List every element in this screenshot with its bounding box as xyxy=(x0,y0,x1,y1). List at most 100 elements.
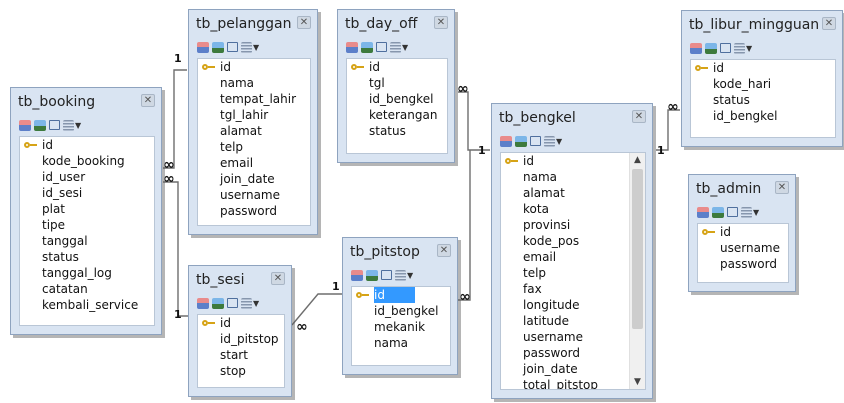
relationship-icon[interactable] xyxy=(227,42,238,52)
table-tb-pelanggan[interactable]: tb_pelanggan ✕ ▼ id nama tempat_lahir tg… xyxy=(188,9,318,235)
close-icon[interactable]: ✕ xyxy=(822,17,836,30)
save-icon[interactable] xyxy=(34,119,46,131)
field-item[interactable]: mekanik xyxy=(374,320,426,334)
field-item[interactable]: id_user xyxy=(42,170,86,184)
table-tb-bengkel[interactable]: tb_bengkel ✕ ▼ id nama alamat kota provi… xyxy=(491,103,653,399)
field-item[interactable]: username xyxy=(220,188,280,202)
save-icon[interactable] xyxy=(361,41,373,53)
field-item[interactable]: stop xyxy=(220,364,246,378)
field-item[interactable]: id xyxy=(369,60,380,74)
scrollbar-thumb[interactable] xyxy=(632,169,643,329)
field-item[interactable]: id xyxy=(42,138,53,152)
table-tb-libur-mingguan[interactable]: tb_libur_mingguan ✕ ▼ id kode_hari statu… xyxy=(681,10,843,147)
properties-icon[interactable] xyxy=(395,269,406,281)
field-item[interactable]: password xyxy=(220,204,277,218)
field-item[interactable]: kode_pos xyxy=(523,234,580,248)
chevron-down-icon[interactable]: ▼ xyxy=(556,136,563,146)
relationship-icon[interactable] xyxy=(381,270,392,280)
primary-key-table-icon[interactable] xyxy=(197,297,209,309)
close-icon[interactable]: ✕ xyxy=(775,181,789,194)
field-item[interactable]: join_date xyxy=(523,362,578,376)
field-item[interactable]: keterangan xyxy=(369,108,438,122)
relationship-icon[interactable] xyxy=(530,136,541,146)
field-item[interactable]: kota xyxy=(523,202,549,216)
field-item[interactable]: kembali_service xyxy=(42,298,139,312)
properties-icon[interactable] xyxy=(241,297,252,309)
save-icon[interactable] xyxy=(705,42,717,54)
relationship-icon[interactable] xyxy=(227,298,238,308)
field-item[interactable]: kode_hari xyxy=(713,77,772,91)
table-tb-day-off[interactable]: tb_day_off ✕ ▼ id tgl id_bengkel keteran… xyxy=(337,9,455,163)
primary-key-table-icon[interactable] xyxy=(346,41,358,53)
close-icon[interactable]: ✕ xyxy=(141,94,155,107)
relationship-icon[interactable] xyxy=(376,42,387,52)
field-item[interactable]: username xyxy=(523,330,583,344)
field-item[interactable]: provinsi xyxy=(523,218,571,232)
field-item[interactable]: tanggal_log xyxy=(42,266,112,280)
close-icon[interactable]: ✕ xyxy=(297,16,311,29)
field-item[interactable]: password xyxy=(523,346,580,360)
field-item[interactable]: telp xyxy=(523,266,547,280)
field-item[interactable]: status xyxy=(369,124,406,138)
field-item[interactable]: telp xyxy=(220,140,244,154)
field-item[interactable]: tgl_lahir xyxy=(220,108,269,122)
field-item[interactable]: id_bengkel xyxy=(369,92,434,106)
table-tb-sesi[interactable]: tb_sesi ✕ ▼ id id_pitstop start stop xyxy=(188,265,292,397)
primary-key-table-icon[interactable] xyxy=(351,269,363,281)
close-icon[interactable]: ✕ xyxy=(632,110,646,123)
field-item[interactable]: alamat xyxy=(523,186,565,200)
field-item[interactable]: start xyxy=(220,348,248,362)
properties-icon[interactable] xyxy=(63,119,74,131)
field-item[interactable]: status xyxy=(713,93,750,107)
field-item[interactable]: tanggal xyxy=(42,234,88,248)
save-icon[interactable] xyxy=(212,41,224,53)
field-item-selected[interactable]: id xyxy=(374,287,415,303)
table-tb-booking[interactable]: tb_booking ✕ ▼ id kode_booking id_user i… xyxy=(10,87,162,335)
chevron-down-icon[interactable]: ▼ xyxy=(753,207,760,217)
primary-key-table-icon[interactable] xyxy=(690,42,702,54)
field-item[interactable]: password xyxy=(720,257,777,271)
field-item[interactable]: nama xyxy=(523,170,558,184)
relationship-icon[interactable] xyxy=(49,120,60,130)
table-tb-pitstop[interactable]: tb_pitstop ✕ ▼ id id_bengkel mekanik nam… xyxy=(342,237,458,375)
chevron-down-icon[interactable]: ▼ xyxy=(253,42,260,52)
save-icon[interactable] xyxy=(712,206,724,218)
properties-icon[interactable] xyxy=(390,41,401,53)
chevron-down-icon[interactable]: ▼ xyxy=(407,270,414,280)
primary-key-table-icon[interactable] xyxy=(19,119,31,131)
close-icon[interactable]: ✕ xyxy=(434,16,448,29)
field-item[interactable]: longitude xyxy=(523,298,580,312)
field-item[interactable]: id xyxy=(220,316,231,330)
primary-key-table-icon[interactable] xyxy=(197,41,209,53)
primary-key-table-icon[interactable] xyxy=(500,135,512,147)
field-item[interactable]: fax xyxy=(523,282,542,296)
field-item[interactable]: nama xyxy=(220,76,255,90)
chevron-down-icon[interactable]: ▼ xyxy=(746,43,753,53)
save-icon[interactable] xyxy=(212,297,224,309)
field-item[interactable]: tgl xyxy=(369,76,385,90)
table-tb-admin[interactable]: tb_admin ✕ ▼ id username password xyxy=(688,174,796,292)
save-icon[interactable] xyxy=(366,269,378,281)
field-item[interactable]: latitude xyxy=(523,314,570,328)
chevron-up-icon[interactable]: ▲ xyxy=(634,155,641,165)
save-icon[interactable] xyxy=(515,135,527,147)
close-icon[interactable]: ✕ xyxy=(437,244,451,257)
vertical-scrollbar[interactable]: ▲ ▼ xyxy=(629,153,645,389)
field-item[interactable]: id_bengkel xyxy=(713,109,778,123)
field-item[interactable]: plat xyxy=(42,202,66,216)
field-item[interactable]: tempat_lahir xyxy=(220,92,297,106)
field-item[interactable]: kode_booking xyxy=(42,154,125,168)
field-item[interactable]: id xyxy=(713,61,724,75)
properties-icon[interactable] xyxy=(741,206,752,218)
properties-icon[interactable] xyxy=(544,135,555,147)
field-item[interactable]: alamat xyxy=(220,124,262,138)
field-item[interactable]: nama xyxy=(374,336,409,350)
chevron-down-icon[interactable]: ▼ xyxy=(253,298,260,308)
chevron-down-icon[interactable]: ▼ xyxy=(75,120,82,130)
properties-icon[interactable] xyxy=(241,41,252,53)
field-item[interactable]: id_sesi xyxy=(42,186,83,200)
field-item[interactable]: total_pitstop xyxy=(523,378,599,390)
relationship-icon[interactable] xyxy=(720,43,731,53)
field-item[interactable]: id xyxy=(523,154,534,168)
field-item[interactable]: username xyxy=(720,241,780,255)
